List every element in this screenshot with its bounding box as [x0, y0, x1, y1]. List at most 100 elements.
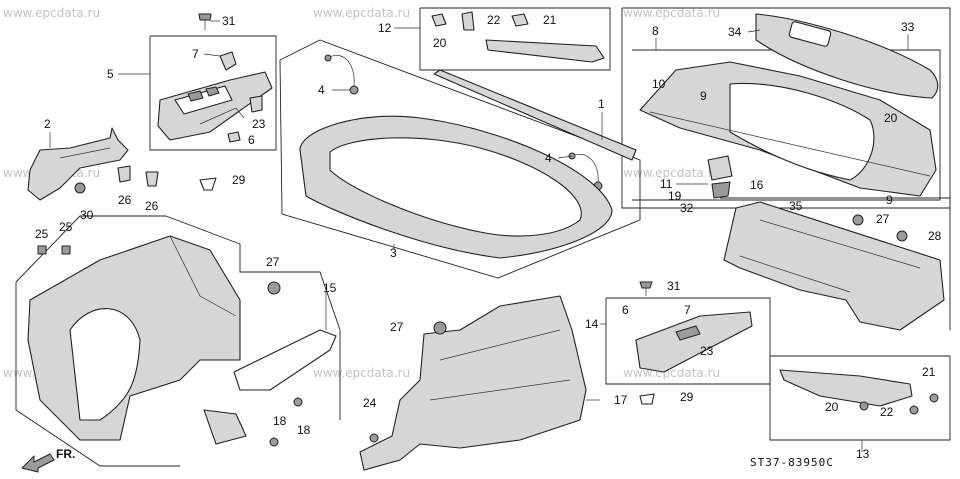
- callout-21: 21: [922, 365, 936, 379]
- part-23-clip: [249, 95, 263, 113]
- part-3-rear-shelf: [299, 115, 613, 259]
- callout-35: 35: [789, 199, 803, 213]
- callout-2: 2: [44, 117, 51, 131]
- callout-24: 24: [363, 396, 377, 410]
- callout-12: 12: [378, 21, 392, 35]
- group-box-13: [769, 355, 951, 441]
- callout-1: 1: [598, 97, 605, 111]
- callout-20: 20: [884, 111, 898, 125]
- callout-27: 27: [390, 320, 404, 334]
- callout-20: 20: [433, 36, 447, 50]
- callout-22: 22: [487, 13, 501, 27]
- callout-7: 7: [684, 303, 691, 317]
- watermark-text: www.epcdata.ru: [623, 166, 720, 180]
- callout-26: 26: [118, 193, 132, 207]
- group-box-left-lining-bottom: [15, 282, 180, 467]
- part-5-side-trim: [157, 71, 273, 141]
- part-12-retainers: [431, 11, 605, 63]
- part-24-bolt: [369, 433, 379, 443]
- part-25-nuts: [37, 245, 71, 255]
- part-27-28-clips: [852, 214, 908, 242]
- callout-25: 25: [59, 220, 73, 234]
- watermark-text: www.epcdata.ru: [623, 6, 720, 20]
- callout-11: 11: [660, 177, 673, 191]
- callout-29: 29: [680, 390, 694, 404]
- part-11-lamp: [707, 155, 733, 181]
- callout-14: 14: [585, 317, 599, 331]
- part-19-lamp-base: [711, 181, 731, 199]
- part-29-clip-b: [639, 393, 655, 405]
- part-29-clip: [199, 177, 217, 191]
- leader-lines: [49, 20, 909, 452]
- front-direction-arrow: FR.: [21, 447, 75, 473]
- part-27-clip-c: [267, 281, 281, 295]
- callout-23: 23: [252, 117, 266, 131]
- part-17-trunk-lining: [359, 295, 587, 471]
- part-2-bracket: [27, 127, 129, 201]
- group-box-15: [165, 215, 341, 420]
- part-27-clip-b: [433, 321, 447, 335]
- part-15-strap: [203, 329, 337, 447]
- callout-20: 20: [825, 400, 839, 414]
- part-33-lid-lining: [755, 13, 939, 99]
- callout-15: 15: [323, 281, 337, 295]
- callout-9: 9: [700, 89, 707, 103]
- callout-4: 4: [545, 151, 552, 165]
- callout-28: 28: [928, 229, 942, 243]
- part-31-screw: [198, 13, 212, 30]
- callout-9: 9: [886, 193, 893, 207]
- group-box-3: [279, 39, 641, 279]
- front-direction-label: FR.: [56, 447, 75, 461]
- callout-25: 25: [35, 227, 49, 241]
- group-outlines: [15, 7, 951, 467]
- part-14-side-trim: [635, 311, 753, 373]
- callout-17: 17: [614, 393, 628, 407]
- callout-6: 6: [248, 133, 255, 147]
- callout-8: 8: [652, 24, 659, 38]
- watermark-text: www.epcdata.ru: [3, 6, 100, 20]
- part-30-bolt: [74, 182, 86, 194]
- group-box-12: [419, 7, 611, 71]
- callout-18: 18: [273, 414, 287, 428]
- callout-10: 10: [652, 77, 666, 91]
- callout-5: 5: [107, 67, 114, 81]
- part-13-trim: [779, 369, 939, 415]
- callout-7: 7: [192, 47, 199, 61]
- callout-29: 29: [232, 173, 246, 187]
- group-box-left-lining: [15, 215, 166, 283]
- callout-27: 27: [876, 212, 890, 226]
- callout-18: 18: [297, 423, 311, 437]
- callout-34: 34: [728, 25, 742, 39]
- callout-23: 23: [700, 344, 714, 358]
- part-6-clip: [227, 131, 241, 143]
- part-35-side-lining: [723, 201, 945, 331]
- callout-26: 26: [145, 199, 159, 213]
- part-8-lid-trim: [639, 61, 937, 197]
- part-31-screw-b: [639, 281, 653, 296]
- callout-22: 22: [880, 405, 894, 419]
- part-1-strip: [433, 69, 637, 161]
- part-left-trunk-lining: [27, 235, 241, 441]
- watermark-text: www.epcdata.ru: [313, 366, 410, 380]
- callout-31: 31: [667, 279, 681, 293]
- callout-33: 33: [901, 20, 915, 34]
- group-box-16: [720, 197, 951, 330]
- callout-31: 31: [222, 14, 236, 28]
- watermark-text: www.epcdata.ru: [313, 6, 410, 20]
- part-4-light-wire-a: [324, 54, 359, 95]
- callout-16: 16: [750, 178, 764, 192]
- callout-13: 13: [856, 447, 870, 461]
- callout-labels: 31 7 5 23 6 2 26 26 29 30 25 25 4 4 3 12…: [35, 13, 942, 461]
- part-7-clip: [219, 51, 237, 71]
- callout-30: 30: [80, 208, 94, 222]
- callout-3: 3: [390, 246, 397, 260]
- callout-4: 4: [318, 83, 325, 97]
- group-box-5: [149, 35, 277, 151]
- callout-21: 21: [543, 13, 557, 27]
- callout-32: 32: [680, 201, 694, 215]
- part-26-clips: [117, 165, 159, 187]
- callout-19: 19: [668, 189, 682, 203]
- callout-27: 27: [266, 255, 280, 269]
- diagram-code: ST37-83950C: [750, 456, 834, 469]
